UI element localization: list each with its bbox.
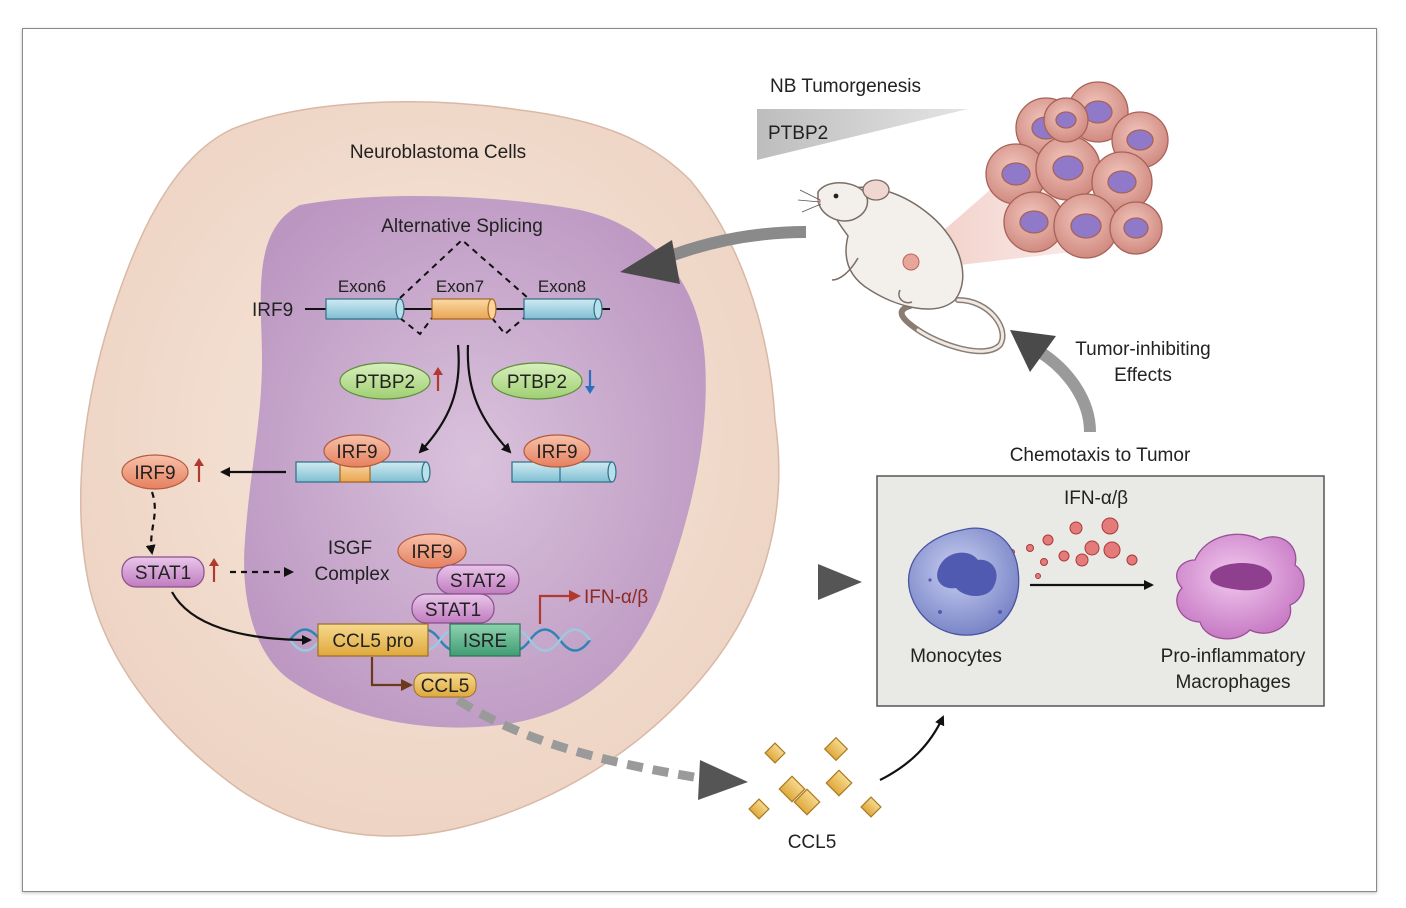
splice-arrow-left (418, 344, 460, 454)
ptbp2-down-badge: PTBP2 (491, 362, 583, 400)
svg-text:STAT1: STAT1 (425, 600, 481, 621)
ccl5-bottom-label: CCL5 (788, 832, 837, 853)
alternative-splicing-label: Alternative Splicing (381, 216, 543, 237)
ifn-secretion-arrow (670, 564, 862, 600)
svg-text:PTBP2: PTBP2 (507, 372, 567, 393)
up-arrow-icon (209, 558, 219, 582)
complex-stat1: STAT1 (411, 593, 495, 624)
svg-text:IRF9: IRF9 (336, 442, 377, 463)
irf9-isoform-short: IRF9 (511, 434, 617, 483)
complex-stat2: STAT2 (436, 564, 520, 595)
svg-text:CCL5 pro: CCL5 pro (332, 631, 413, 652)
splicing-dashed-lower (399, 317, 525, 336)
neuroblastoma-cells-label: Neuroblastoma Cells (350, 142, 526, 163)
complex-irf9: IRF9 (397, 533, 467, 569)
ifn-box-label: IFN-α/β (1064, 488, 1128, 509)
complex-label: Complex (315, 564, 390, 585)
svg-text:ISRE: ISRE (463, 631, 507, 652)
mouse-illustration (797, 179, 1006, 355)
svg-text:STAT2: STAT2 (450, 571, 506, 592)
monocyte-cell (907, 527, 1020, 636)
up-arrow-icon (194, 458, 204, 482)
irf9-to-stat1-arrow (145, 491, 156, 555)
mouse-to-cell-arrow (620, 226, 807, 284)
down-arrow-icon (585, 370, 595, 394)
ccl5-promoter: CCL5 pro (317, 623, 429, 657)
ccl5-transcription-arrow (370, 657, 413, 691)
ifn-transcription-arrow (538, 590, 581, 624)
nb-tumorgenesis-label: NB Tumorgenesis (770, 76, 921, 97)
tumor-cell-cluster (985, 81, 1169, 259)
exon7 (431, 298, 497, 320)
svg-text:IRF9: IRF9 (536, 442, 577, 463)
isgf-label: ISGF (328, 538, 372, 559)
macrophage-cell (1176, 533, 1305, 640)
svg-text:STAT1: STAT1 (135, 563, 191, 584)
exon8 (523, 298, 603, 320)
monocytes-label: Monocytes (910, 646, 1002, 667)
up-arrow-icon (433, 367, 443, 391)
nucleus (244, 195, 706, 728)
ccl5-secretion-arrow (455, 696, 748, 800)
svg-text:CCL5: CCL5 (421, 676, 470, 697)
stat1-up-badge: STAT1 (121, 556, 205, 588)
macrophages-label-line2: Macrophages (1175, 672, 1290, 693)
ccl5-product-badge: CCL5 (413, 672, 477, 698)
ccl5-diamonds (748, 736, 882, 820)
exon6-label: Exon6 (338, 277, 386, 296)
svg-text:IRF9: IRF9 (134, 463, 175, 484)
svg-text:IRF9: IRF9 (411, 542, 452, 563)
splice-arrow-right (466, 344, 512, 454)
ptbp2-wedge-label: PTBP2 (768, 123, 828, 144)
svg-text:PTBP2: PTBP2 (355, 372, 415, 393)
exon8-label: Exon8 (538, 277, 586, 296)
tumor-inhibiting-label: Tumor-inhibiting (1075, 339, 1211, 360)
splicing-dashed-upper (399, 238, 529, 299)
ptbp2-gradient-wedge (757, 109, 968, 160)
irf9-up-badge: IRF9 (121, 454, 189, 490)
macrophages-label-line1: Pro-inflammatory (1161, 646, 1306, 667)
tumor-inhibiting-arrow (1010, 330, 1096, 433)
isre-element: ISRE (449, 623, 521, 657)
effects-label: Effects (1114, 365, 1172, 386)
exon7-label: Exon7 (436, 277, 484, 296)
stat1-to-promoter-arrow (171, 591, 312, 645)
ptbp2-up-badge: PTBP2 (339, 362, 431, 400)
exon6 (325, 298, 405, 320)
chemotaxis-label: Chemotaxis to Tumor (1010, 445, 1191, 466)
irf9-gene-label: IRF9 (252, 300, 293, 321)
irf9-isoform-long: IRF9 (295, 434, 431, 483)
ifn-cell-label: IFN-α/β (584, 587, 648, 608)
ccl5-to-box-arrow (879, 715, 945, 781)
